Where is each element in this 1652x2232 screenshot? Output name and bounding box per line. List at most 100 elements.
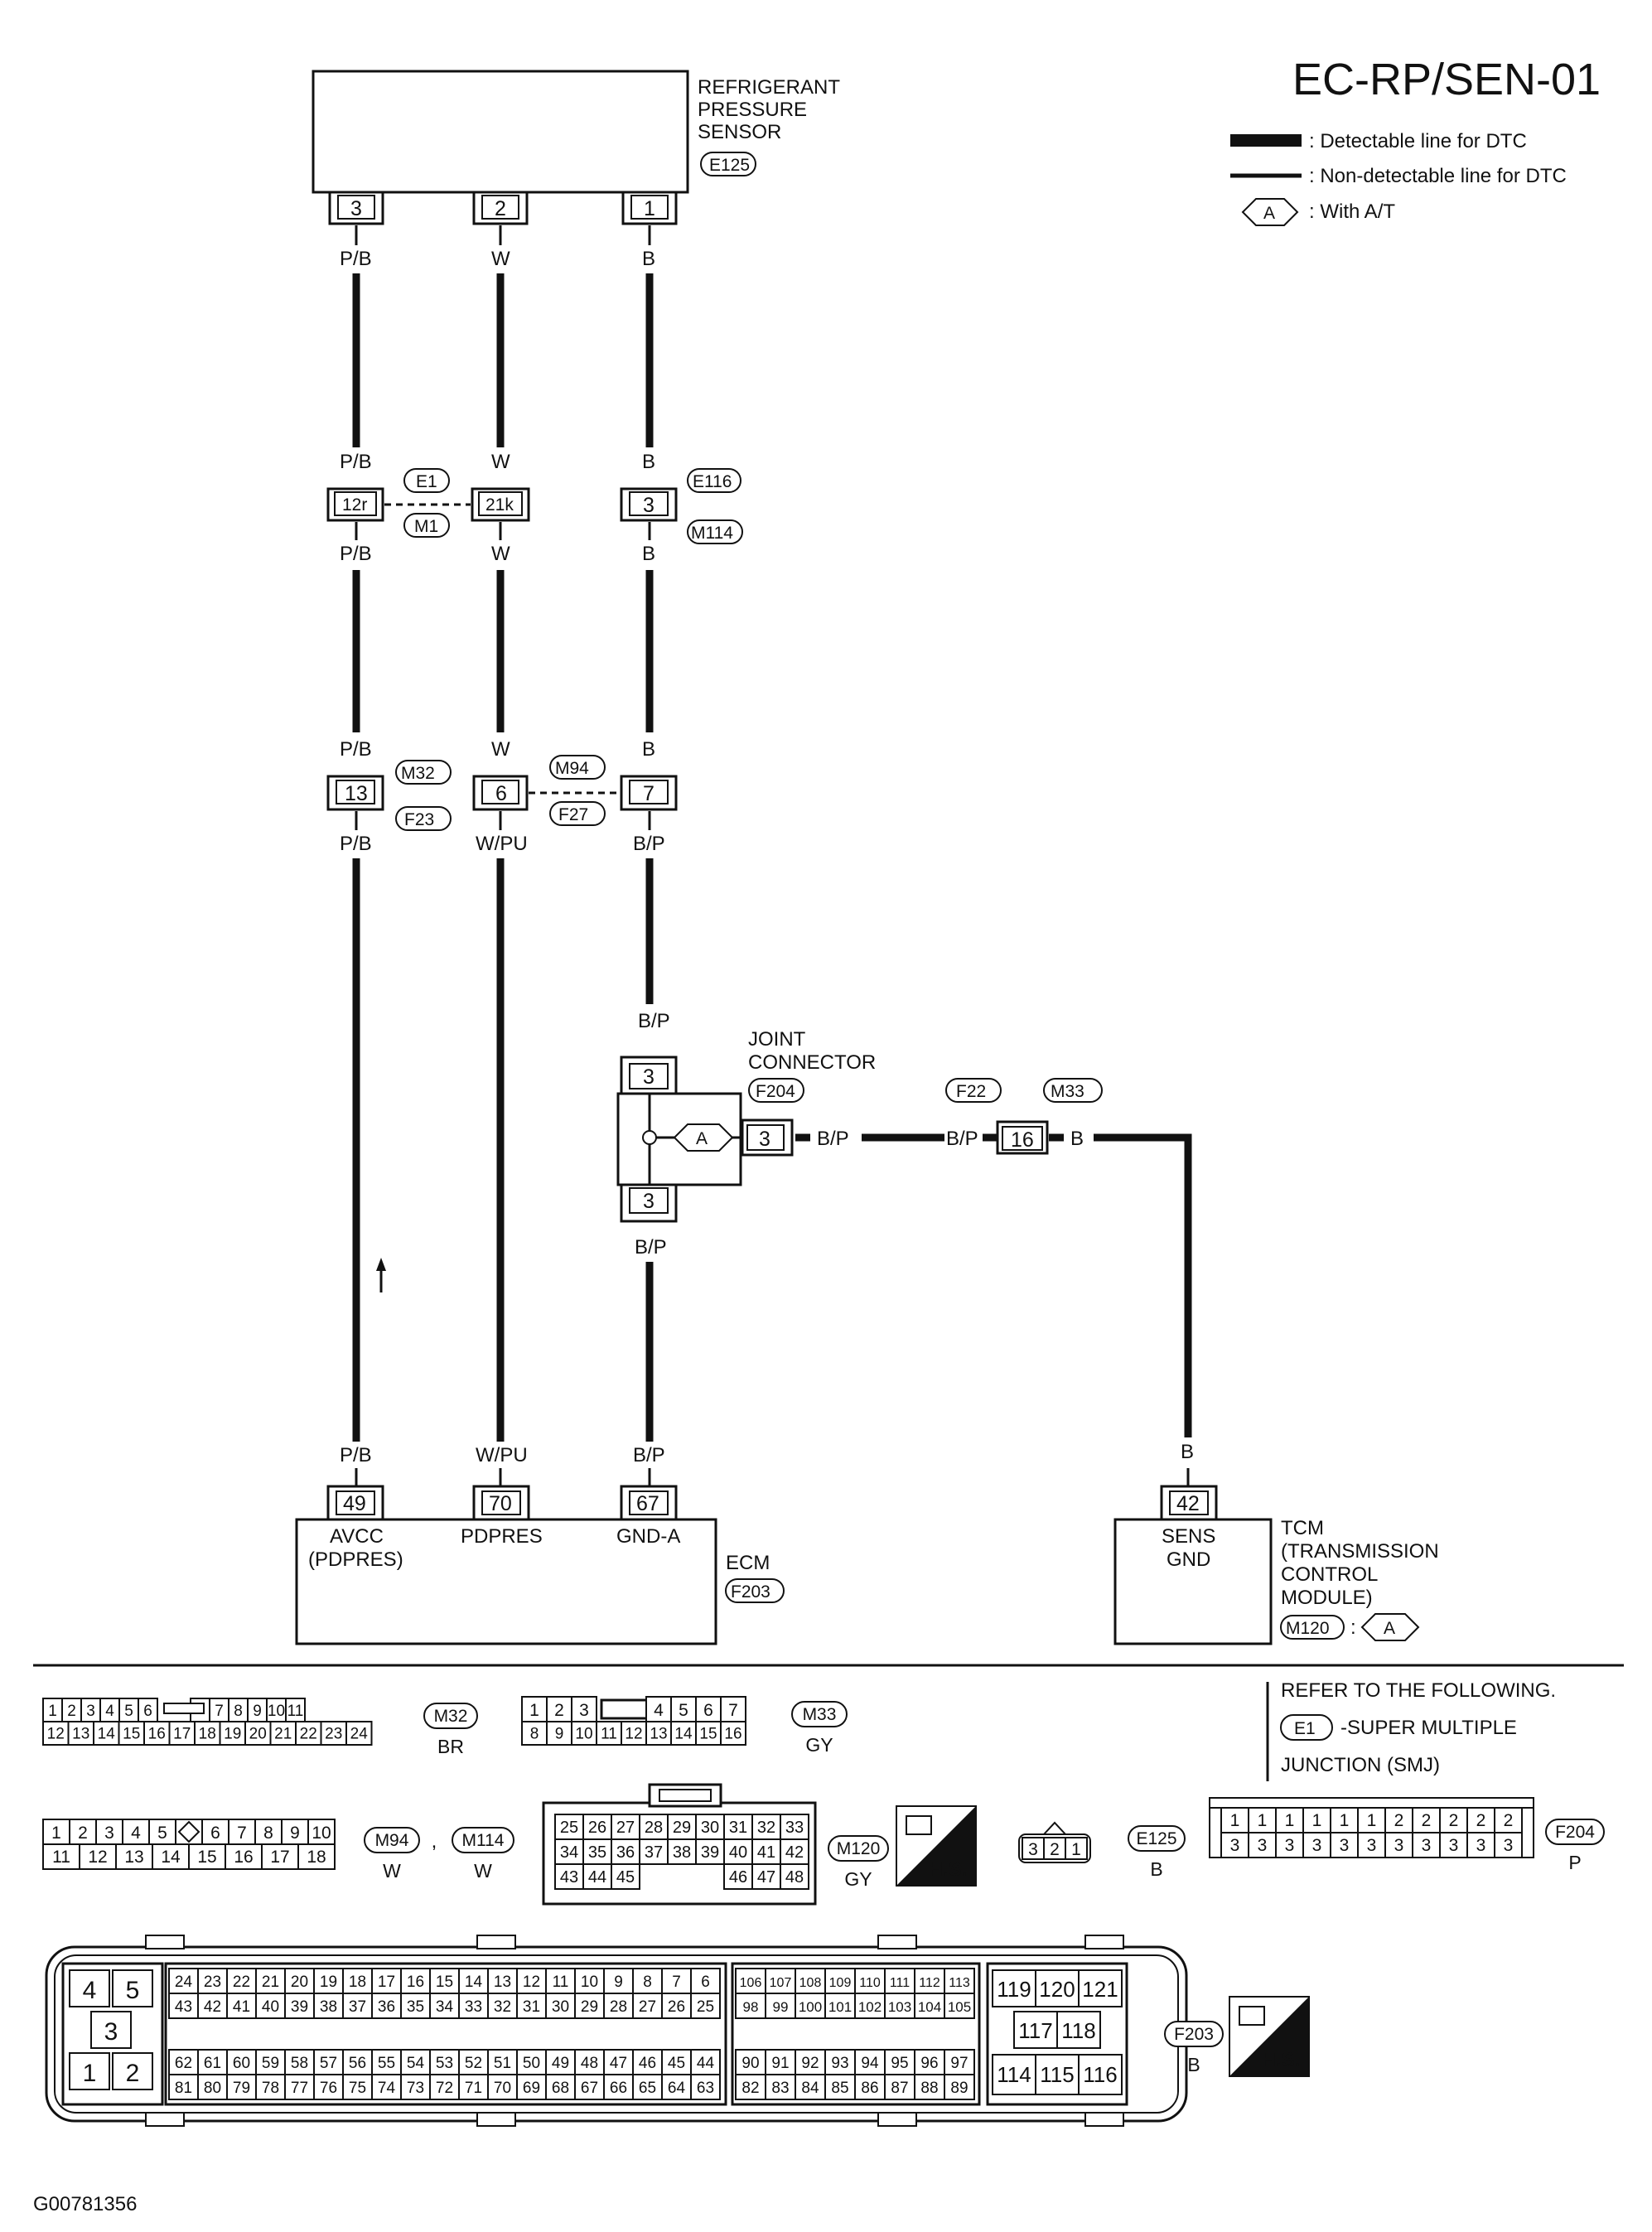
pin-cell bbox=[944, 1993, 975, 2019]
pin-cell bbox=[1220, 1832, 1249, 1858]
pin-number: 96 bbox=[920, 2055, 938, 2072]
pin-number: 17 bbox=[173, 1726, 191, 1743]
wires: P/B W B P/B W B 12r 21k 3 E1 M1 E116 M11… bbox=[326, 225, 743, 1442]
pin-cell bbox=[284, 2074, 315, 2100]
pin-number: 46 bbox=[639, 2055, 656, 2072]
pin-number: 20 bbox=[291, 1974, 308, 1991]
pin-number: 43 bbox=[175, 1998, 192, 2016]
pin-cell bbox=[226, 1993, 257, 2019]
f203-code: F203 bbox=[1174, 2025, 1214, 2044]
pin-number: 2 bbox=[1449, 1811, 1459, 1830]
refer-line1: REFER TO THE FOLLOWING. bbox=[1281, 1679, 1556, 1702]
pin-cell bbox=[574, 2074, 605, 2100]
pin-number: 12 bbox=[523, 1974, 540, 1991]
svg-text::: : bbox=[1350, 1616, 1356, 1639]
pin-number: 9 bbox=[614, 1974, 623, 1991]
pin-number: 9 bbox=[253, 1703, 262, 1720]
wire-color-mid-below-1: P/B bbox=[340, 833, 372, 855]
tcm-link-color-right: B bbox=[1070, 1128, 1084, 1150]
pin-cell bbox=[795, 1968, 826, 1994]
pin-cell bbox=[345, 1721, 373, 1746]
pin-cell bbox=[516, 1993, 547, 2019]
junction1-label-m1: M1 bbox=[414, 517, 438, 536]
pin-cell bbox=[255, 2049, 286, 2075]
pin-cell bbox=[400, 2074, 431, 2100]
pin-number: 109 bbox=[829, 1976, 852, 1990]
pin-number: 30 bbox=[701, 1819, 719, 1837]
pin-number: 121 bbox=[1082, 1977, 1118, 2002]
pin-cell bbox=[723, 1838, 753, 1865]
pin-cell bbox=[751, 1814, 781, 1840]
pin-number: 25 bbox=[697, 1998, 714, 2016]
pin-number: 82 bbox=[741, 2080, 759, 2097]
joint-connector: B/P JOINT CONNECTOR F204 3 A 3 3 B/P B/P… bbox=[616, 1010, 1194, 1463]
pin-number: 7 bbox=[215, 1703, 224, 1720]
joint-name-1: JOINT bbox=[748, 1028, 806, 1051]
pin-number: 12 bbox=[88, 1848, 107, 1867]
pin-number: 12 bbox=[625, 1726, 642, 1743]
pin-number: 70 bbox=[494, 2080, 511, 2097]
pin-number: 21 bbox=[262, 1974, 279, 1991]
pin-cell bbox=[197, 2074, 228, 2100]
pin-number: 42 bbox=[204, 1998, 221, 2016]
m114-code: M114 bbox=[462, 1831, 505, 1850]
pin-cell bbox=[168, 1993, 199, 2019]
pin-number: 18 bbox=[199, 1726, 216, 1743]
pin-cell bbox=[690, 1968, 721, 1994]
pin-cell bbox=[219, 1721, 246, 1746]
pin-number: 13 bbox=[72, 1726, 89, 1743]
pin-number: 12 bbox=[47, 1726, 65, 1743]
pin-number: 78 bbox=[262, 2080, 279, 2097]
pin-number: 77 bbox=[291, 2080, 308, 2097]
pin-number: 36 bbox=[378, 1998, 395, 2016]
sensor-connector: E125 bbox=[709, 156, 750, 175]
pin-number: 67 bbox=[581, 2080, 598, 2097]
pin-number: 51 bbox=[494, 2055, 511, 2072]
pin-number: 118 bbox=[1061, 2018, 1095, 2043]
pin-number: 84 bbox=[801, 2080, 819, 2097]
pin-number: 29 bbox=[581, 1998, 598, 2016]
wire-color-bottom-2: W/PU bbox=[476, 1444, 528, 1466]
pin-cell bbox=[765, 2074, 796, 2100]
pin-number: 3 bbox=[1028, 1840, 1038, 1859]
pin-cell bbox=[795, 2074, 826, 2100]
pin-number: 2 bbox=[1394, 1811, 1404, 1830]
joint-color-out: B/P bbox=[817, 1128, 849, 1150]
junction2-label-f23: F23 bbox=[404, 810, 434, 829]
pin-number: 1 bbox=[1071, 1840, 1081, 1859]
pin-number: 3 bbox=[1449, 1836, 1459, 1855]
refer-code: E1 bbox=[1294, 1719, 1316, 1738]
wire-color-smj-above-3: B bbox=[642, 451, 655, 473]
wire-color-smj-above-2: W bbox=[491, 451, 510, 473]
pin-number: 15 bbox=[699, 1726, 717, 1743]
pin-number: 116 bbox=[1083, 2062, 1117, 2087]
f203-lock-tab bbox=[145, 2112, 185, 2127]
ecm-connector: F203 bbox=[731, 1582, 770, 1602]
pin-cell bbox=[661, 2074, 692, 2100]
tcm-name-4: MODULE) bbox=[1281, 1587, 1373, 1609]
pin-number: 22 bbox=[233, 1974, 250, 1991]
pin-number: 40 bbox=[729, 1843, 747, 1862]
pin-cell bbox=[194, 1721, 221, 1746]
pin-cell bbox=[226, 2074, 257, 2100]
pin-number: 31 bbox=[523, 1998, 540, 2016]
pin-number: 97 bbox=[950, 2055, 968, 2072]
m33-color: GY bbox=[805, 1734, 833, 1756]
pin-cell bbox=[313, 2049, 344, 2075]
wire-color-bottom-1: P/B bbox=[340, 1444, 372, 1466]
pin-number: 14 bbox=[98, 1726, 116, 1743]
pin-number: 59 bbox=[262, 2055, 279, 2072]
pin-number: 1 bbox=[529, 1701, 539, 1720]
pin-cell bbox=[284, 1968, 315, 1994]
pin-number: 24 bbox=[350, 1726, 369, 1743]
pin-number: 43 bbox=[560, 1868, 578, 1887]
pin-number: 26 bbox=[588, 1819, 606, 1837]
pin-number: 48 bbox=[785, 1868, 804, 1887]
refer-line2: -SUPER MULTIPLE bbox=[1340, 1717, 1517, 1739]
wire-b-tcm bbox=[1094, 1133, 1192, 1437]
pin-number: 20 bbox=[249, 1726, 267, 1743]
pin-cell bbox=[695, 1814, 725, 1840]
pin-number: 63 bbox=[697, 2080, 714, 2097]
pin-cell bbox=[603, 2049, 634, 2075]
